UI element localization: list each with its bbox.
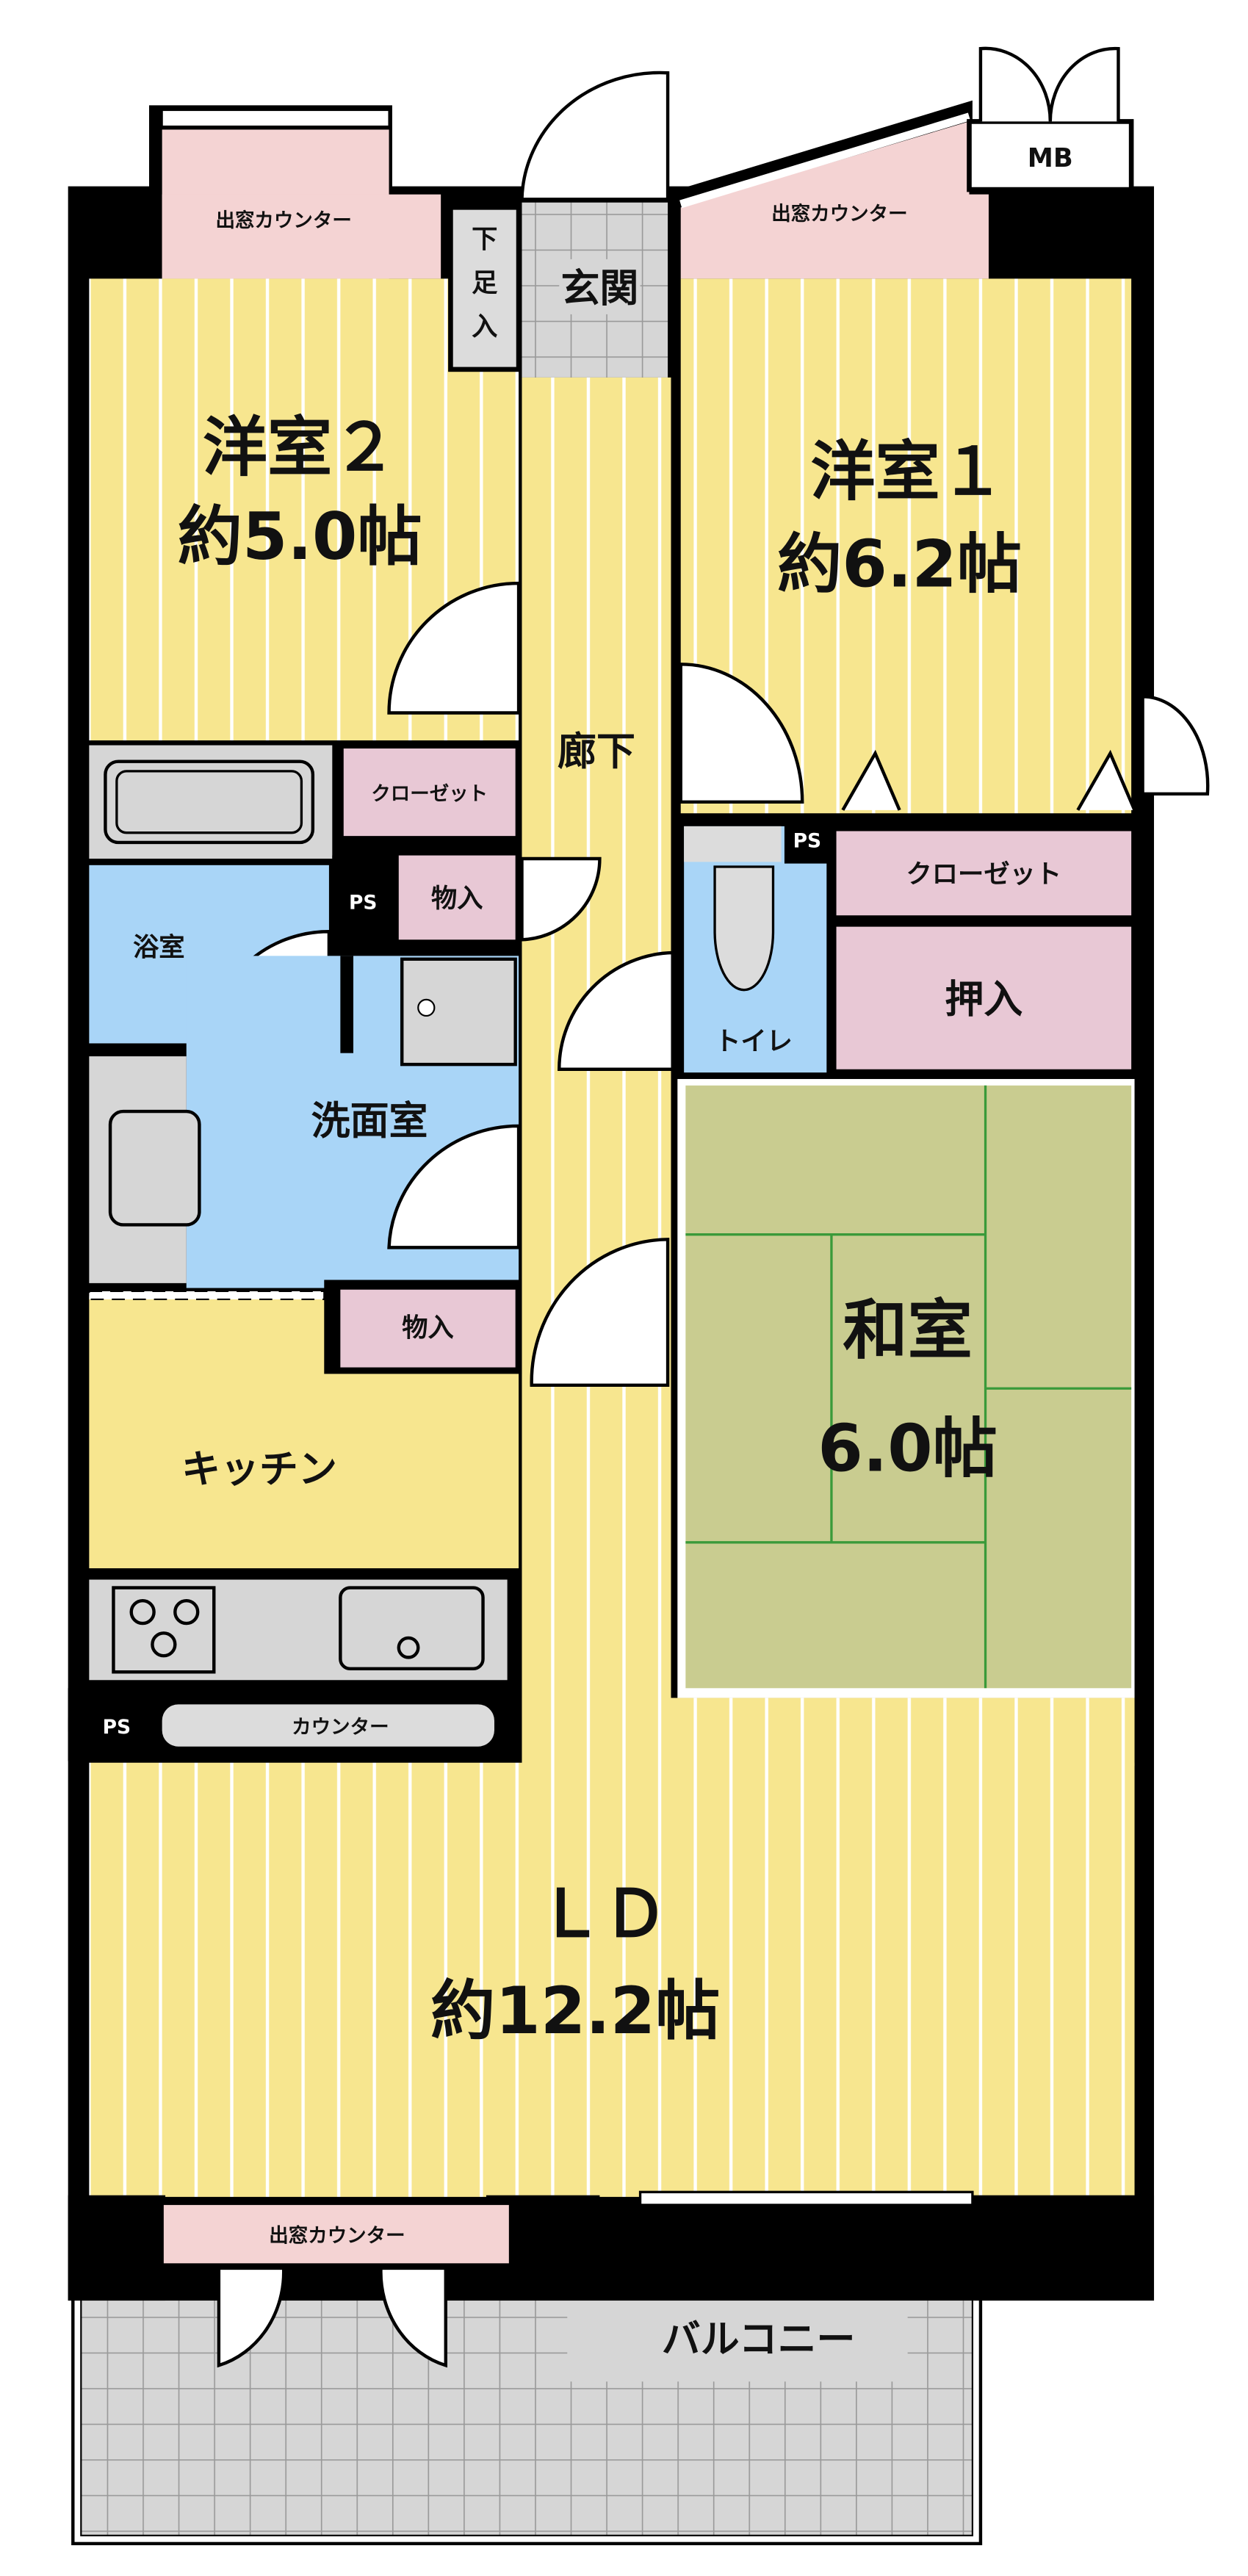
bay-counter-label: 出窓カウンター bbox=[269, 2225, 405, 2248]
shoe-closet: 下 足 入 bbox=[448, 205, 522, 372]
closet-label: クローゼット bbox=[906, 859, 1061, 890]
kitchen: キッチン PS カウンター bbox=[68, 1290, 522, 1761]
shoe-closet-char: 下 bbox=[472, 224, 497, 254]
bay-counter-label: 出窓カウンター bbox=[215, 209, 351, 232]
room-size: 約6.2帖 bbox=[777, 526, 1022, 602]
closet-western1: クローゼット bbox=[836, 831, 1132, 916]
ps-label: PS bbox=[349, 891, 377, 914]
entrance-label: 玄関 bbox=[560, 266, 638, 311]
storage-label: 物入 bbox=[402, 1313, 454, 1343]
door[interactable] bbox=[679, 663, 804, 804]
sink-icon bbox=[339, 1586, 485, 1671]
kitchen-label: キッチン bbox=[181, 1447, 337, 1492]
window-door[interactable] bbox=[217, 2266, 447, 2368]
room-name: ＬＤ bbox=[538, 1876, 668, 1952]
meter-box: MB bbox=[967, 46, 1134, 192]
bottom-walls bbox=[68, 2190, 1155, 2301]
bay-counter-label: 出窓カウンター bbox=[771, 203, 907, 226]
bathtub bbox=[89, 745, 333, 859]
balcony-label: バルコニー bbox=[662, 2317, 856, 2362]
entry-door[interactable] bbox=[520, 71, 670, 201]
counter-label: カウンター bbox=[292, 1716, 389, 1739]
room-western1: 洋室１ 約6.2帖 bbox=[679, 278, 1210, 814]
storage-upper: 物入 bbox=[398, 855, 602, 942]
oshiire-label: 押入 bbox=[945, 978, 1022, 1022]
room-name: 和室 bbox=[843, 1293, 973, 1368]
balcony-door[interactable] bbox=[1141, 695, 1210, 795]
corridor-label: 廊下 bbox=[558, 729, 635, 774]
door[interactable] bbox=[520, 856, 602, 942]
door[interactable] bbox=[387, 1124, 521, 1249]
bay-window-ld: 出窓カウンター bbox=[160, 2201, 513, 2368]
room-ld: ＬＤ 約12.2帖 bbox=[89, 1698, 1135, 2197]
toilet-label: トイレ bbox=[715, 1026, 793, 1056]
ps-label: PS bbox=[103, 1716, 131, 1739]
toilet-door[interactable] bbox=[558, 950, 674, 1071]
bay-window-western2: 出窓カウンター bbox=[148, 105, 441, 279]
toilet-icon bbox=[713, 865, 775, 992]
door[interactable] bbox=[387, 581, 521, 715]
room-name: 洋室２ bbox=[203, 410, 397, 486]
storage-label: 物入 bbox=[431, 884, 483, 914]
bay-window-western1: 出窓カウンター bbox=[672, 100, 1006, 279]
toilet: PS トイレ bbox=[558, 818, 830, 1073]
oshiire: 押入 bbox=[836, 926, 1132, 1069]
room-size: 約12.2帖 bbox=[430, 1973, 720, 2049]
ld-door[interactable] bbox=[530, 1238, 670, 1388]
closet-door[interactable] bbox=[841, 749, 1136, 811]
room-size: 約5.0帖 bbox=[178, 499, 422, 574]
bathroom-label: 浴室 bbox=[133, 932, 185, 962]
shoe-closet-char: 足 bbox=[472, 268, 498, 298]
washroom: 洗面室 bbox=[89, 956, 521, 1288]
washroom-label: 洗面室 bbox=[311, 1099, 428, 1144]
room-size: 6.0帖 bbox=[818, 1411, 998, 1487]
ps-shaft: PS bbox=[332, 855, 394, 950]
stove-icon bbox=[112, 1586, 216, 1674]
closet-label: クローゼット bbox=[371, 783, 488, 806]
storage-lower: 物入 bbox=[324, 1280, 522, 1374]
mb-label: MB bbox=[1028, 143, 1073, 173]
closet-western2: クローゼット bbox=[343, 581, 521, 837]
entrance: 玄関 bbox=[520, 71, 670, 378]
room-japanese: 和室 6.0帖 bbox=[677, 1078, 1135, 1698]
shoe-closet-char: 入 bbox=[472, 312, 497, 342]
room-name: 洋室１ bbox=[810, 434, 1005, 510]
ps-label: PS bbox=[793, 830, 821, 853]
